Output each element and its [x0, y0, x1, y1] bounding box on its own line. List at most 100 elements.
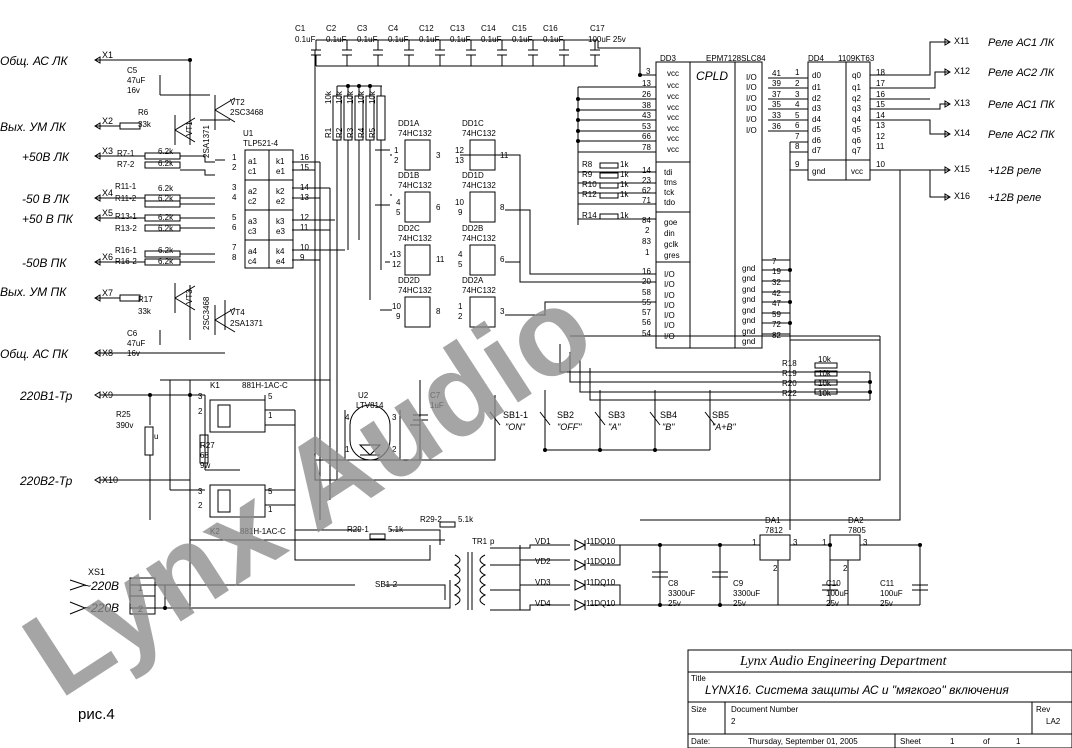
dd3-vcc-2: vcc: [667, 92, 679, 101]
tb-title-caption: Title: [691, 674, 706, 683]
g6p0: 10: [392, 302, 401, 311]
u1-pin-c3: c3: [248, 227, 257, 236]
dd3-io-l5: I/O: [664, 321, 675, 330]
dd3-vcc-6: vcc: [667, 134, 679, 143]
dd4-inp-1: 2: [795, 79, 800, 88]
k1-p1: 1: [268, 411, 273, 420]
r18-ref: R18: [782, 359, 797, 368]
dd3-ctrl-3: gres: [664, 251, 680, 260]
conn-x16-label: +12В реле: [988, 192, 1041, 204]
g1p1: 13: [455, 156, 464, 165]
u2-ref: U2: [358, 391, 369, 400]
g5p1: 5: [458, 260, 463, 269]
ref-x10: X10: [102, 475, 118, 485]
sb3-ref[interactable]: SB3: [608, 410, 625, 420]
u2-p4: 4: [345, 413, 350, 422]
dd4-inp-5: 6: [795, 121, 800, 130]
cap-c17-val: 100uF 25v: [588, 35, 626, 44]
dd4-gnd: gnd: [812, 167, 825, 176]
dd4-in-1: d1: [812, 83, 821, 92]
title-block: Lynx Audio Engineering Department Title …: [691, 654, 1061, 746]
r13v2: 6.2k: [158, 224, 174, 233]
r12-ref: R12: [582, 190, 597, 199]
vt4-part: 2SA1371: [230, 319, 263, 328]
g2p1: 5: [396, 208, 401, 217]
dd4-out-2: q2: [852, 94, 861, 103]
g2p2: 6: [436, 203, 441, 212]
cap-c14-ref: C14: [481, 24, 496, 33]
u1-pn-9: 9: [300, 253, 305, 262]
r18-val: 10k: [818, 355, 832, 364]
dd3-io-r2: I/O: [746, 94, 757, 103]
k2-p2: 2: [198, 501, 203, 510]
cap-c14-val: 0.1uF: [481, 35, 502, 44]
u1-pn-8: 8: [232, 253, 237, 262]
dd3-io-r5: I/O: [746, 126, 757, 135]
r22-ref: R22: [782, 389, 797, 398]
dd3-io-rp4: 33: [772, 111, 781, 120]
cap-c4-val: 0.1uF: [388, 35, 409, 44]
dd3-io-lp2: 58: [642, 288, 651, 297]
dd4-outp-6: 12: [876, 132, 885, 141]
ref-x5: X5: [102, 208, 113, 218]
dd3-title: CPLD: [696, 69, 728, 83]
vd4-part: 11DQ10: [586, 599, 616, 608]
dd3-gnd-0: gnd: [742, 264, 755, 273]
u1-pn-16: 16: [300, 153, 309, 162]
xs1-p2: 2: [138, 604, 143, 614]
dd3-ctrl-p1: 2: [645, 226, 650, 235]
c6-ref: C6: [127, 329, 138, 338]
u1-pn-4: 4: [232, 193, 237, 202]
dd4-outp-2: 16: [876, 90, 885, 99]
dd3-jtag-p2: 62: [642, 186, 651, 195]
top-caps: C1 0.1uF C2 0.1uF C3 0.1uF C4 0.1uF C12 …: [295, 24, 626, 44]
cap-c4-ref: C4: [388, 24, 399, 33]
vt1-part: 2SA1371: [202, 125, 211, 158]
conn-x4-label: -50 В ЛК: [22, 192, 70, 206]
dd3-vcc-0: vcc: [667, 69, 679, 78]
conn-x6-label: -50В ПК: [22, 256, 67, 270]
g7p0: 1: [458, 302, 463, 311]
dd3-io-lp0: 16: [642, 267, 651, 276]
dd4-outp-0: 18: [876, 68, 885, 77]
sb5-ref[interactable]: SB5: [712, 410, 729, 420]
dd4-in-4: d4: [812, 115, 821, 124]
r16v1: 6.2k: [158, 246, 174, 255]
sb1-2-ref[interactable]: SB1-2: [375, 580, 398, 589]
dd3-io-l1: I/O: [664, 280, 675, 289]
vd2-part: 11DQ10: [586, 557, 616, 566]
dd3-vcc-pin-6: 66: [642, 132, 651, 141]
relay-labels: K1 881H-1AC-C 3 2 5 1 K2 881H-1AC-C 3 2 …: [198, 381, 288, 536]
dd3-jtag-3: tdo: [664, 198, 676, 207]
dd3-io-l2: I/O: [664, 291, 675, 300]
r7a: R7-1: [117, 149, 135, 158]
r13a: R13-1: [115, 212, 137, 221]
u1-pin-c4: c4: [248, 257, 257, 266]
left-connectors: Общ. АС ЛК Вых. УМ ЛК +50В ЛК -50 В ЛК +…: [0, 54, 74, 488]
cap-c13-ref: C13: [450, 24, 465, 33]
conn-x2-label: Вых. УМ ЛК: [0, 120, 67, 134]
tb-date-caption: Date:: [691, 737, 710, 746]
sb1-1-ref[interactable]: SB1-1: [503, 410, 528, 420]
vd4-ref: VD4: [535, 599, 551, 608]
input-resistor-labels: R7-1 R7-2 6.2k 6.2k R11-1 R11-2 6.2k 6.2…: [115, 147, 174, 266]
dd3-ctrl-1: din: [664, 229, 675, 238]
transistor-labels: C5 47uF 16v R6 33k VT2 2SC3468 VT1 2SA13…: [127, 66, 264, 358]
sb2-ref[interactable]: SB2: [557, 410, 574, 420]
g0p0: 1: [394, 146, 399, 155]
r7v1: 6.2k: [158, 147, 174, 156]
sb4-ref[interactable]: SB4: [660, 410, 677, 420]
r29-1-val: 5.1k: [388, 525, 404, 534]
ref-x3: X3: [102, 146, 113, 156]
xs1-l2: ~220В: [84, 601, 119, 615]
xs1-ref: XS1: [88, 567, 105, 577]
pullup-labels: 10k 10k 10k 10k 10k R1 R2 R3 R4 R5: [324, 90, 377, 138]
cap-c16-ref: C16: [543, 24, 558, 33]
c10-v2: 25v: [826, 599, 839, 608]
g6p2: 8: [436, 307, 441, 316]
vd3-part: 11DQ10: [586, 578, 616, 587]
c5-v2: 16v: [127, 86, 140, 95]
cap-c2-val: 0.1uF: [326, 35, 347, 44]
pullup-val-3: 10k: [346, 90, 355, 104]
r29-2-ref: R29-2: [420, 515, 442, 524]
